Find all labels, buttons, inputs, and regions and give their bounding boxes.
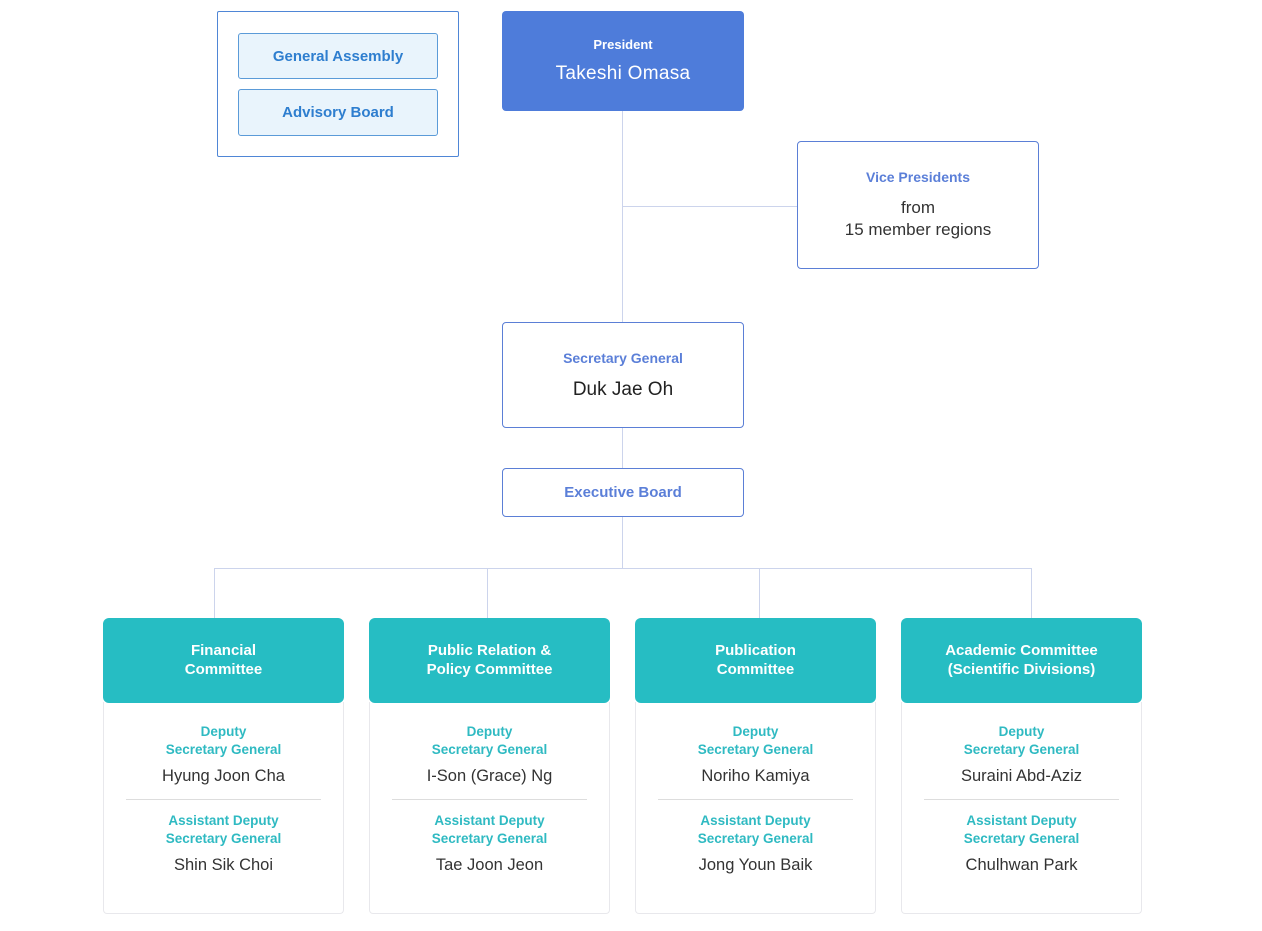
committee-academic-header: Academic Committee (Scientific Divisions… [901, 618, 1142, 703]
section-divider [126, 799, 321, 801]
deputy-secretary-label: Deputy Secretary General [963, 724, 1080, 757]
secretary-general-name: Duk Jae Oh [572, 378, 674, 400]
assistant-deputy-name: Jong Youn Baik [698, 856, 813, 875]
vice-presidents-title: Vice Presidents [865, 168, 971, 185]
assistant-deputy-label: Assistant Deputy Secretary General [431, 813, 548, 846]
committee-publication-body: Deputy Secretary General Noriho Kamiya A… [635, 702, 876, 914]
assistant-deputy-name: Chulhwan Park [965, 856, 1078, 875]
deputy-secretary-name: Hyung Joon Cha [162, 767, 285, 786]
executive-board-box: Executive Board [502, 468, 744, 517]
connector-president-to-secretary [622, 111, 623, 322]
section-divider [658, 799, 853, 801]
committee-financial: Financial Committee Deputy Secretary Gen… [103, 618, 344, 914]
assembly-panel: General Assembly Advisory Board [217, 11, 459, 157]
president-box: President Takeshi Omasa [502, 11, 744, 111]
secretary-general-title: Secretary General [563, 349, 683, 366]
committee-financial-header: Financial Committee [103, 618, 344, 703]
committee-public-relation-policy-header: Public Relation & Policy Committee [369, 618, 610, 703]
general-assembly-label: General Assembly [272, 47, 404, 65]
connector-executive-to-bus [622, 517, 623, 568]
committee-academic-body: Deputy Secretary General Suraini Abd-Azi… [901, 702, 1142, 914]
assistant-deputy-label: Assistant Deputy Secretary General [697, 813, 814, 846]
president-title: President [593, 37, 653, 52]
assistant-deputy-label: Assistant Deputy Secretary General [963, 813, 1080, 846]
vice-presidents-subtitle: from 15 member regions [844, 197, 992, 239]
deputy-secretary-label: Deputy Secretary General [697, 724, 814, 757]
committee-academic: Academic Committee (Scientific Divisions… [901, 618, 1142, 914]
assistant-deputy-name: Tae Joon Jeon [435, 856, 544, 875]
deputy-secretary-name: I-Son (Grace) Ng [426, 767, 553, 786]
committee-publication-header: Publication Committee [635, 618, 876, 703]
advisory-board-button[interactable]: Advisory Board [238, 89, 438, 136]
committee-financial-body: Deputy Secretary General Hyung Joon Cha … [103, 702, 344, 914]
section-divider [392, 799, 587, 801]
committee-publication: Publication Committee Deputy Secretary G… [635, 618, 876, 914]
secretary-general-box: Secretary General Duk Jae Oh [502, 322, 744, 428]
vice-presidents-box: Vice Presidents from 15 member regions [797, 141, 1039, 269]
connector-drop-committee-3 [759, 568, 760, 618]
assistant-deputy-label: Assistant Deputy Secretary General [165, 813, 282, 846]
general-assembly-button[interactable]: General Assembly [238, 33, 438, 79]
connector-secretary-to-executive [622, 428, 623, 468]
assistant-deputy-name: Shin Sik Choi [173, 856, 274, 875]
executive-board-label: Executive Board [564, 484, 682, 501]
connector-drop-committee-1 [214, 568, 215, 618]
deputy-secretary-name: Suraini Abd-Aziz [960, 767, 1083, 786]
connector-drop-committee-2 [487, 568, 488, 618]
deputy-secretary-label: Deputy Secretary General [431, 724, 548, 757]
advisory-board-label: Advisory Board [282, 104, 394, 121]
president-name: Takeshi Omasa [555, 63, 691, 84]
deputy-secretary-label: Deputy Secretary General [165, 724, 282, 757]
connector-committee-bus [214, 568, 1032, 569]
connector-branch-vice-presidents [623, 206, 797, 207]
committee-public-relation-policy: Public Relation & Policy Committee Deput… [369, 618, 610, 914]
section-divider [924, 799, 1119, 801]
connector-drop-committee-4 [1031, 568, 1032, 618]
deputy-secretary-name: Noriho Kamiya [701, 767, 810, 786]
committee-public-relation-policy-body: Deputy Secretary General I-Son (Grace) N… [369, 702, 610, 914]
